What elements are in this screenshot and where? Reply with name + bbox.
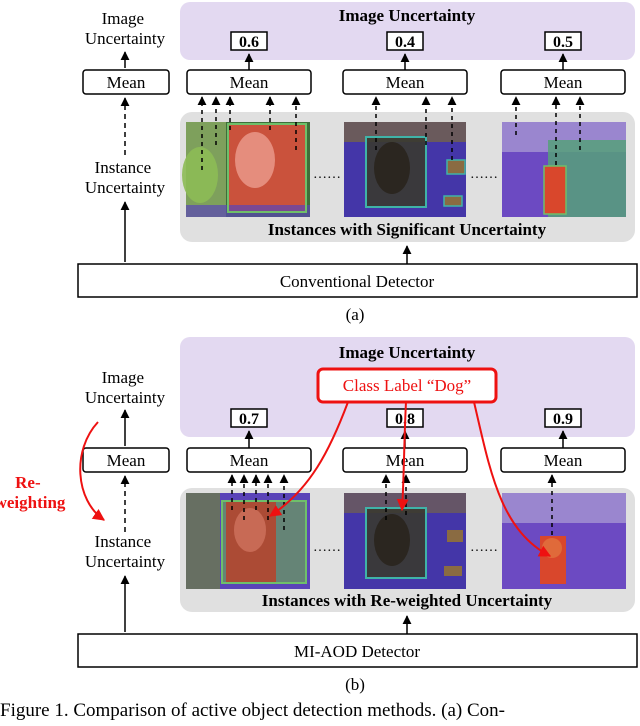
score-value: 0.6	[239, 34, 259, 51]
instance-image-dog-2	[344, 493, 466, 589]
ellipsis: ……	[313, 167, 341, 182]
instance-image-flowers	[502, 493, 626, 589]
mean-label: Mean	[386, 73, 425, 92]
mean-label: Mean	[386, 451, 425, 470]
reweighting-line: Re-	[15, 473, 41, 492]
mean-label: Mean	[544, 73, 583, 92]
mean-label: Mean	[230, 73, 269, 92]
mean-label: Mean	[107, 451, 146, 470]
image-uncertainty-label: Image Uncertainty	[85, 9, 166, 48]
instance-image-dog-2	[344, 122, 466, 217]
score-value: 0.7	[239, 411, 259, 428]
image-uncertainty-header: Image Uncertainty	[339, 6, 476, 25]
figure-diagram: Image Uncertainty 0.6 0.4 0.5 Image Unce…	[0, 2, 638, 694]
detector-box	[77, 263, 638, 298]
ellipsis: ……	[470, 540, 498, 555]
instance-to-mean-arrows	[227, 474, 557, 535]
instance-image-flowers	[502, 122, 626, 217]
image-uncertainty-line: Image	[102, 368, 144, 387]
mean-box: Mean	[342, 69, 468, 95]
image-uncertainty-label: Image Uncertainty	[85, 368, 166, 407]
detector-label: MI-AOD Detector	[294, 642, 420, 661]
mean-box: Mean	[500, 69, 626, 95]
reweighting-label: Re- weighting	[0, 473, 66, 512]
mean-box: Mean	[342, 447, 468, 473]
image-uncertainty-line: Uncertainty	[85, 29, 166, 48]
instance-uncertainty-line: Instance	[95, 158, 152, 177]
reweighting-arrow	[79, 421, 105, 521]
instances-caption: Instances with Significant Uncertainty	[268, 220, 547, 239]
mean-box: Mean	[82, 447, 170, 473]
mean-box: Mean	[82, 69, 170, 95]
mean-box: Mean	[186, 69, 312, 95]
panel-b: Image Uncertainty Class Label “Dog” 0.7 …	[0, 337, 638, 694]
instance-to-mean-arrows	[197, 96, 585, 170]
image-uncertainty-line: Uncertainty	[85, 388, 166, 407]
instance-image-dog-1	[186, 493, 310, 589]
mean-box: Mean	[500, 447, 626, 473]
score-box: 0.9	[544, 408, 582, 428]
figure-caption: Figure 1. Comparison of active object de…	[0, 700, 505, 721]
score-box: 0.6	[230, 31, 268, 51]
instance-uncertainty-label: Instance Uncertainty	[85, 158, 166, 197]
score-box: 0.4	[386, 31, 424, 51]
detector-label: Conventional Detector	[280, 272, 435, 291]
class-label-arrows	[268, 401, 552, 557]
mean-label: Mean	[230, 451, 269, 470]
image-uncertainty-line: Image	[102, 9, 144, 28]
instance-uncertainty-line: Instance	[95, 532, 152, 551]
instance-image-dog-1	[182, 122, 310, 217]
score-box: 0.7	[230, 408, 268, 428]
mean-box: Mean	[186, 447, 312, 473]
class-label-box	[316, 367, 498, 404]
instance-uncertainty-line: Uncertainty	[85, 552, 166, 571]
panel-sub-label: (a)	[346, 305, 365, 324]
score-value: 0.5	[553, 34, 573, 51]
class-label: Class Label “Dog”	[343, 376, 471, 395]
score-box: 0.5	[544, 31, 582, 51]
mean-label: Mean	[107, 73, 146, 92]
instance-uncertainty-label: Instance Uncertainty	[85, 532, 166, 571]
detector-box	[77, 633, 638, 668]
panel-a: Image Uncertainty 0.6 0.4 0.5 Image Unce…	[77, 2, 638, 324]
reweighting-line: weighting	[0, 493, 66, 512]
ellipsis: ……	[470, 167, 498, 182]
score-value: 0.9	[553, 411, 573, 428]
panel-sub-label: (b)	[345, 675, 365, 694]
instance-uncertainty-line: Uncertainty	[85, 178, 166, 197]
mean-label: Mean	[544, 451, 583, 470]
image-uncertainty-header: Image Uncertainty	[339, 343, 476, 362]
score-value: 0.4	[395, 34, 415, 51]
instances-caption: Instances with Re-weighted Uncertainty	[262, 591, 553, 610]
image-uncertainty-panel	[180, 2, 635, 60]
ellipsis: ……	[313, 540, 341, 555]
